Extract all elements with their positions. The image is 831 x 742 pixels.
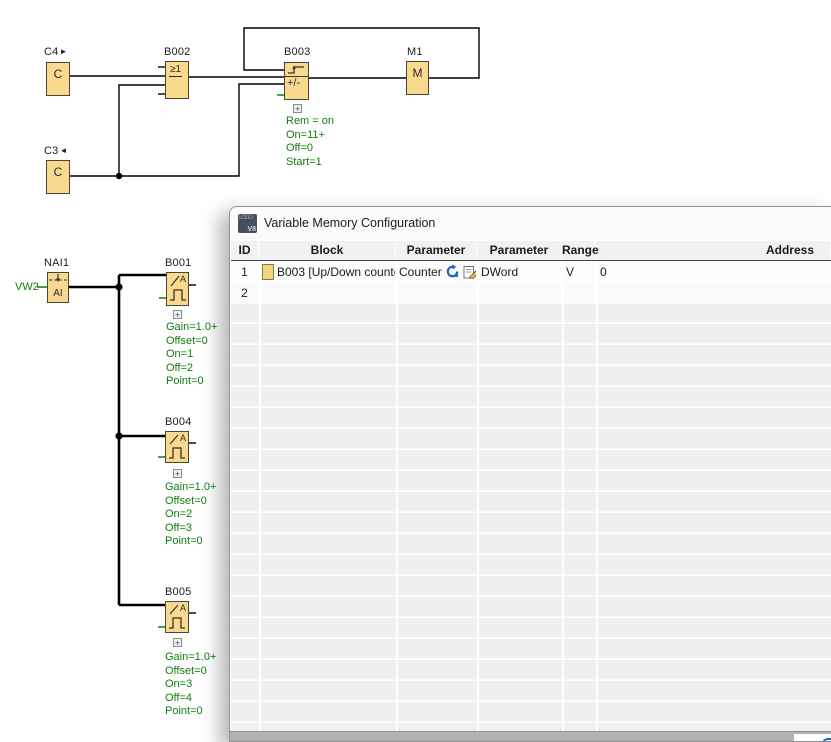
block-params-b004: Gain=1.0+ Offset=0 On=2 Off=3 Point=0 <box>165 481 216 549</box>
block-b003-counter[interactable]: +/- <box>284 62 309 100</box>
block-label-b002: B002 <box>164 46 191 58</box>
cell-parameter <box>396 283 477 303</box>
dialog-title: Variable Memory Configuration <box>264 216 435 230</box>
table-empty-rows <box>231 303 831 731</box>
updown-symbol: +/- <box>287 77 300 89</box>
cell-parameter: Counter <box>396 262 477 282</box>
block-b002-or[interactable]: ≥1 <box>165 61 189 99</box>
analog-threshold-icon <box>167 273 190 305</box>
block-c4[interactable]: C <box>46 62 70 96</box>
cursor-key-symbol: C <box>47 67 69 81</box>
expand-icon[interactable]: + <box>173 638 182 647</box>
edit-icon[interactable] <box>463 264 477 279</box>
block-label-nai1: NAI1 <box>44 257 69 269</box>
block-params-b003: Rem = on On=11+ Off=0 Start=1 <box>286 115 334 169</box>
dialog-title-bar[interactable]: LOGOV8 Variable Memory Configuration <box>230 207 831 239</box>
column-header-address: Address <box>596 241 831 260</box>
block-label-m1: M1 <box>407 46 423 58</box>
dialog-bottom-frame <box>230 731 831 742</box>
network-input-reference: VW2 <box>15 281 39 293</box>
column-header-range: Range <box>562 241 596 260</box>
column-divider <box>596 261 598 732</box>
counter-step-icon <box>285 63 308 76</box>
cell-range <box>562 283 596 303</box>
or-symbol: ≥1 <box>169 64 182 77</box>
block-label-c3: C3◄ <box>44 145 68 157</box>
block-label-c4: C4► <box>44 46 68 58</box>
block-b001-analog-threshold[interactable]: A <box>166 272 189 306</box>
column-header-parameter: Parameter <box>396 241 477 260</box>
block-m1-marker[interactable]: M <box>406 61 429 95</box>
block-mini-icon <box>262 264 274 280</box>
cell-block: B003 [Up/Down counter] <box>259 262 396 282</box>
column-divider <box>259 261 261 732</box>
refresh-icon[interactable] <box>445 264 460 279</box>
block-b004-analog-threshold[interactable]: A <box>165 431 189 463</box>
cursor-right-icon: ► <box>59 47 67 56</box>
variable-memory-configuration-dialog: LOGOV8 Variable Memory Configuration ID … <box>229 206 831 742</box>
cell-range: V <box>562 262 596 282</box>
cell-parameter-type <box>477 283 562 303</box>
block-b005-analog-threshold[interactable]: A <box>165 601 189 633</box>
cursor-key-symbol: C <box>47 165 69 179</box>
analog-symbol: A <box>180 274 186 284</box>
expand-icon[interactable]: + <box>173 469 182 478</box>
block-label-b001: B001 <box>165 257 192 269</box>
table-header: ID Block Parameter Parameter Type Range … <box>231 241 831 261</box>
cell-id: 2 <box>231 283 259 303</box>
block-label-b005: B005 <box>165 586 192 598</box>
expand-icon[interactable]: + <box>293 104 302 113</box>
analog-symbol: A <box>180 603 186 613</box>
column-divider <box>396 261 398 732</box>
cell-address[interactable]: 0 <box>596 262 608 282</box>
block-label-b004: B004 <box>165 416 192 428</box>
analog-input-symbol: AI <box>48 288 68 299</box>
column-divider <box>477 261 479 732</box>
column-header-block: Block <box>259 241 396 260</box>
expand-icon[interactable]: + <box>173 310 182 319</box>
cell-block <box>259 283 396 303</box>
block-nai1-network-analog-input[interactable]: AI <box>47 272 69 303</box>
column-header-parameter-type: Parameter Type <box>477 241 562 260</box>
column-divider <box>562 261 564 732</box>
analog-symbol: A <box>180 433 186 443</box>
block-c3[interactable]: C <box>46 160 70 194</box>
block-params-b005: Gain=1.0+ Offset=0 On=3 Off=4 Point=0 <box>165 651 216 719</box>
column-header-id: ID <box>231 241 259 260</box>
cell-parameter-type: DWord <box>477 262 562 282</box>
logo-icon: LOGOV8 <box>238 214 257 233</box>
cursor-left-icon: ◄ <box>59 146 67 155</box>
ok-button[interactable] <box>822 738 831 742</box>
network-input-icon <box>48 273 68 285</box>
marker-symbol: M <box>407 66 428 80</box>
table-row[interactable]: 2 <box>231 283 831 304</box>
block-label-b003: B003 <box>284 46 311 58</box>
block-params-b001: Gain=1.0+ Offset=0 On=1 Off=2 Point=0 <box>166 321 217 389</box>
cell-id: 1 <box>231 262 259 282</box>
table-row[interactable]: 1 B003 [Up/Down counter] Counter <box>231 262 831 283</box>
